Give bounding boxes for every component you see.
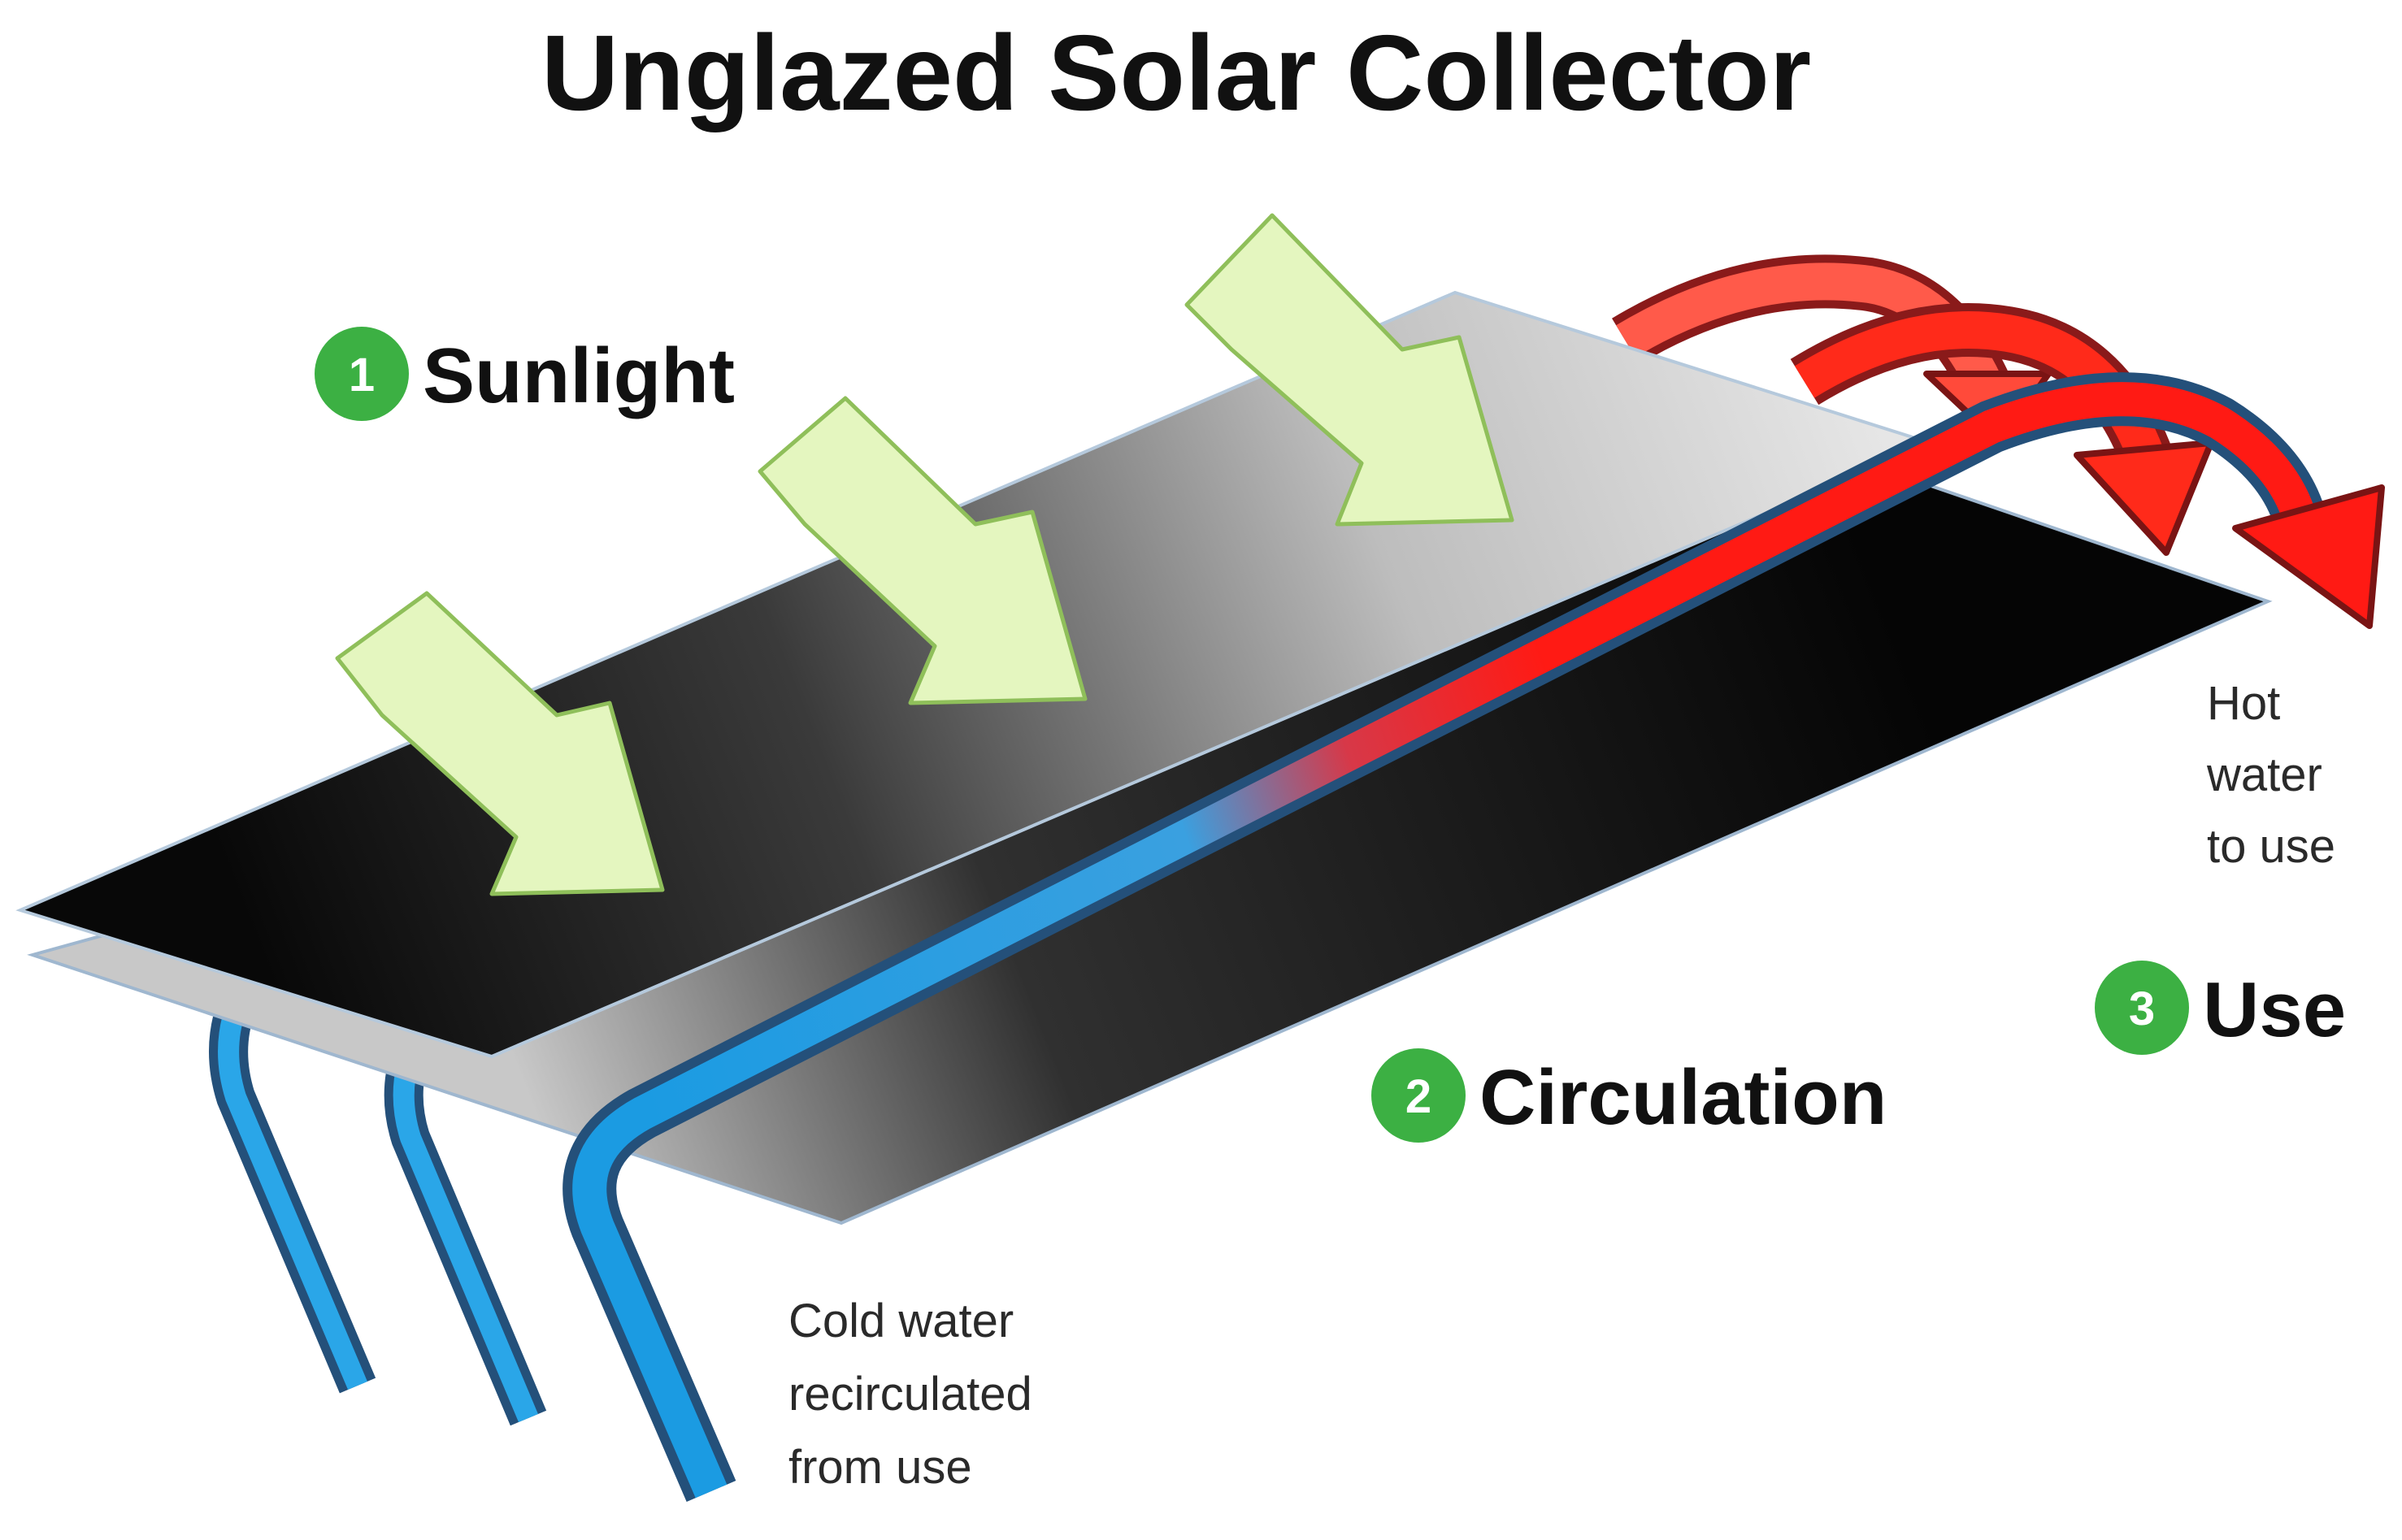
sun-arrow-2 — [758, 396, 1088, 705]
cold-note-line-1: Cold water — [788, 1295, 1014, 1347]
step-use: 3 Use — [2095, 961, 2346, 1055]
circulation-pipe — [562, 372, 2385, 1503]
sun-arrow-3 — [1184, 213, 1514, 527]
cold-water-note: Cold water recirculated from use — [788, 1295, 1032, 1494]
step-label-sunlight: Sunlight — [423, 332, 735, 419]
step-circulation: 2 Circulation — [1371, 1048, 1887, 1143]
sunlight-arrows — [335, 213, 1514, 896]
cold-note-line-3: from use — [788, 1441, 972, 1494]
step-badge-3 — [2095, 961, 2189, 1055]
hot-note-line-3: to use — [2207, 820, 2335, 873]
step-badge-1 — [315, 327, 409, 421]
step-sunlight: 1 Sunlight — [315, 327, 735, 421]
hot-note-line-2: water — [2206, 748, 2322, 801]
hot-note-line-1: Hot — [2207, 677, 2280, 730]
diagram-title: Unglazed Solar Collector — [541, 13, 1811, 132]
step-label-use: Use — [2203, 966, 2346, 1053]
cold-note-line-2: recirculated — [788, 1368, 1032, 1421]
hot-arrowhead-3 — [2232, 484, 2385, 629]
step-label-circulation: Circulation — [1479, 1054, 1887, 1141]
step-number-1: 1 — [349, 349, 375, 401]
hot-arrowhead-2 — [2074, 440, 2214, 556]
step-number-2: 2 — [1405, 1070, 1431, 1123]
step-number-3: 3 — [2129, 983, 2155, 1035]
step-badge-2 — [1371, 1048, 1466, 1143]
sun-arrow-1 — [335, 591, 665, 896]
hot-water-note: Hot water to use — [2206, 677, 2335, 873]
